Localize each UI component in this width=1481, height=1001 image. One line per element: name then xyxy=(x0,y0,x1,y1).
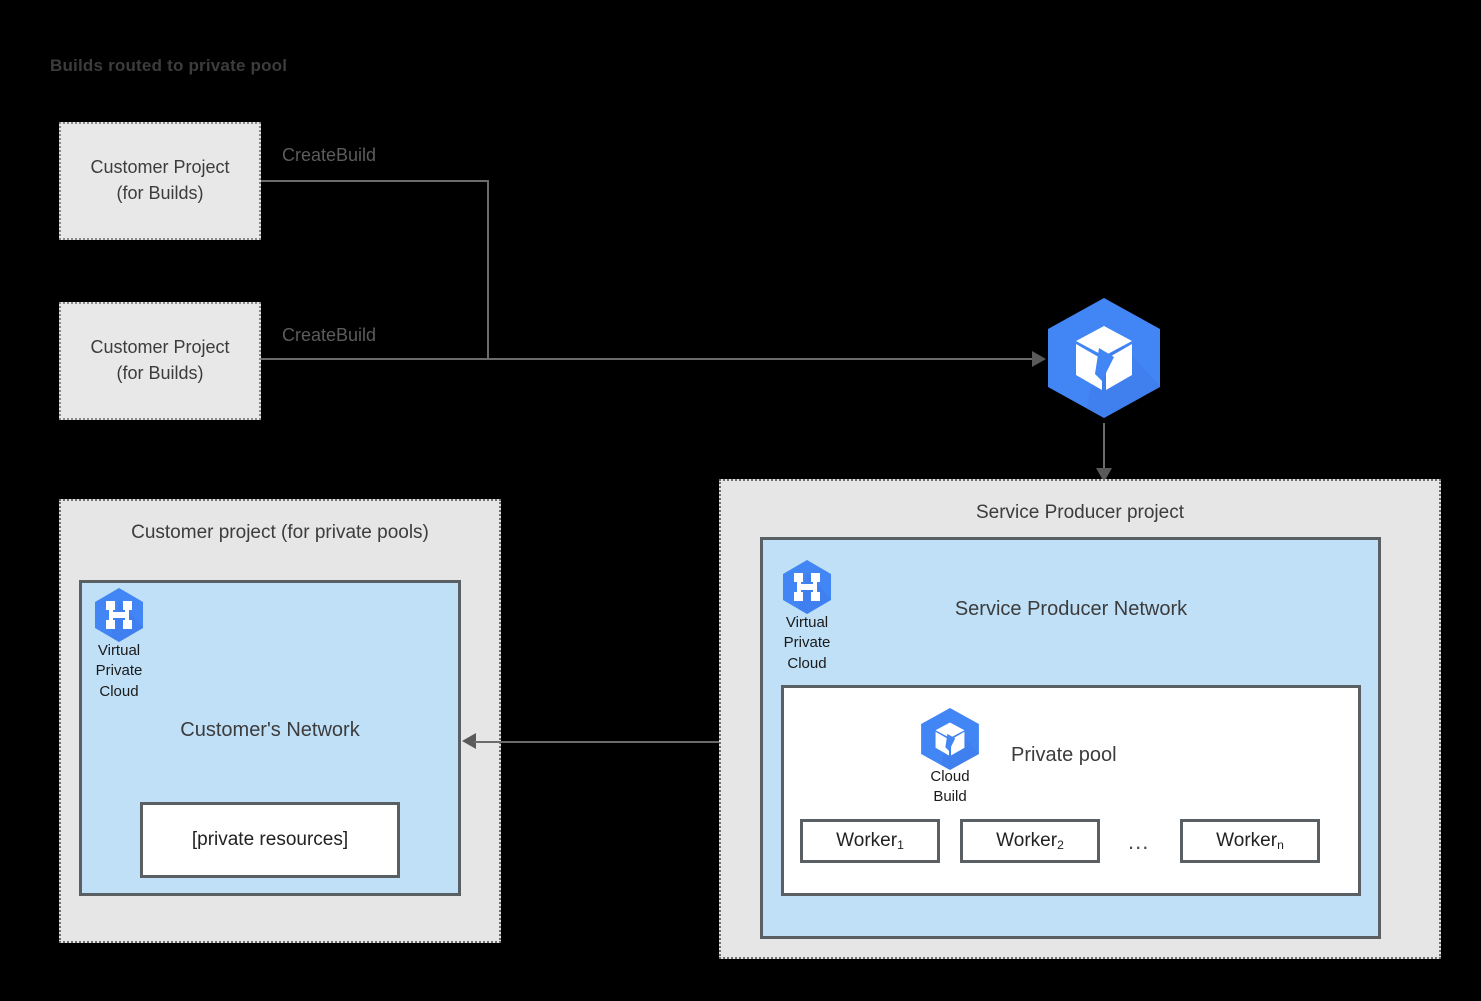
connector-cloudbuild-to-producer xyxy=(1103,423,1105,473)
customer-build-project-1-label: Customer Project (for Builds) xyxy=(90,155,229,206)
connector-1-vertical xyxy=(487,180,489,359)
arrow-head-to-cloud-build xyxy=(1032,351,1046,367)
customer-build-project-2-label: Customer Project (for Builds) xyxy=(90,335,229,386)
edge-label-createbuild-1: CreateBuild xyxy=(282,145,377,165)
edge-label-createbuild-2: CreateBuild xyxy=(282,325,377,345)
cloud-build-label-line2: Build xyxy=(933,788,967,806)
private-pool-caption: Private pool xyxy=(1011,744,1117,766)
worker-subscript: n xyxy=(1277,838,1284,853)
worker-box-2[interactable]: Worker2 xyxy=(960,819,1100,863)
worker-box-1[interactable]: Worker1 xyxy=(800,819,940,863)
vpc-label-line2: Private xyxy=(783,634,831,652)
vpc-icon xyxy=(781,559,833,615)
arrow-head-left-peering xyxy=(462,733,476,749)
customer-build-project-2[interactable]: Customer Project (for Builds) xyxy=(59,302,261,420)
project-title-line2: (for Builds) xyxy=(116,363,204,383)
vpc-icon-label: Virtual Private Cloud xyxy=(86,641,152,702)
worker-name: Worker xyxy=(996,830,1058,851)
vpc-label-line2: Private xyxy=(95,662,143,680)
arrow-head-to-service-producer xyxy=(1096,468,1112,482)
worker-ellipsis: ... xyxy=(1128,829,1150,854)
project-title-line1: Customer Project xyxy=(90,337,230,358)
project-title-line2: (for Builds) xyxy=(116,183,204,203)
worker-name: Worker xyxy=(1216,830,1278,851)
customer-build-project-1[interactable]: Customer Project (for Builds) xyxy=(59,122,261,240)
connector-1-horizontal xyxy=(261,180,488,182)
vpc-label-line1: Virtual xyxy=(97,642,141,659)
private-resources-label: [private resources] xyxy=(191,829,349,850)
worker-box-n[interactable]: Workern xyxy=(1180,819,1320,863)
private-pool-box[interactable] xyxy=(781,685,1361,896)
cloud-build-icon xyxy=(919,707,981,771)
project-title-line1: Customer Project xyxy=(90,157,230,178)
vpc-icon xyxy=(93,587,145,643)
worker-label-1: Worker1 xyxy=(836,830,904,852)
worker-subscript: 1 xyxy=(897,838,904,853)
worker-subscript: 2 xyxy=(1057,838,1064,853)
vpc-label-line3: Cloud xyxy=(99,682,139,700)
service-producer-project-caption: Service Producer project xyxy=(975,502,1185,523)
network-peering-line xyxy=(474,741,758,743)
worker-label-2: Worker2 xyxy=(996,830,1064,852)
cloud-build-label-line1: Cloud xyxy=(930,768,970,785)
private-resources-box[interactable]: [private resources] xyxy=(140,802,400,878)
vpc-label-line1: Virtual xyxy=(785,614,829,631)
page-title: Builds routed to private pool xyxy=(50,56,288,75)
connector-2-horizontal xyxy=(261,358,1040,360)
customer-private-pool-project-caption: Customer project (for private pools) xyxy=(131,522,429,543)
customers-network-caption: Customer's Network xyxy=(180,719,360,741)
worker-name: Worker xyxy=(836,830,898,851)
vpc-icon-label: Virtual Private Cloud xyxy=(774,613,840,674)
worker-label-n: Workern xyxy=(1216,830,1284,852)
cloud-build-icon xyxy=(1044,296,1164,420)
service-producer-network-caption: Service Producer Network xyxy=(954,598,1188,620)
cloud-build-icon-label: Cloud Build xyxy=(916,767,984,808)
vpc-label-line3: Cloud xyxy=(787,654,827,672)
